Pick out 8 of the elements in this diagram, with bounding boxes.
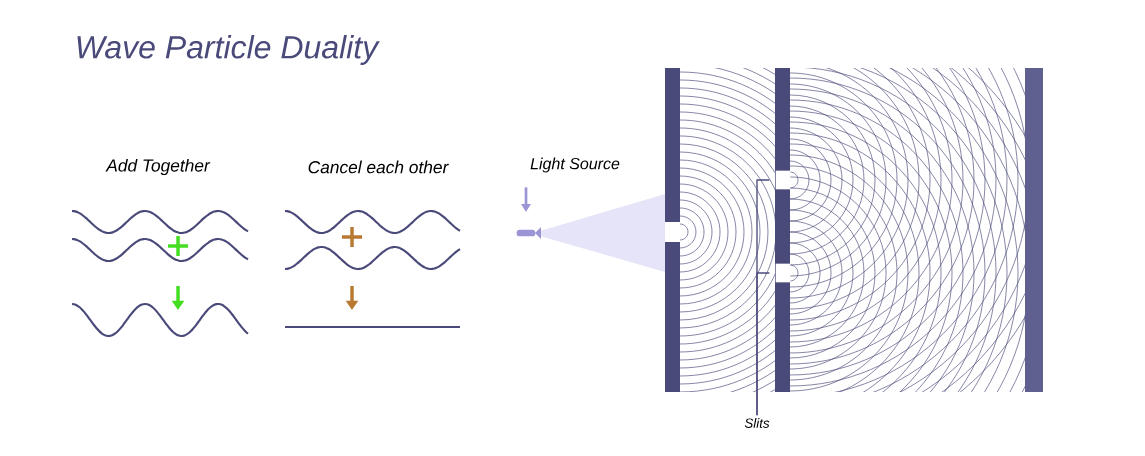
slits-label: Slits (744, 418, 770, 428)
lamp-icon (516, 227, 541, 239)
light-source-label: Light Source (530, 157, 620, 173)
title: Wave Particle Duality (77, 35, 380, 65)
panel-heading: Add Together (105, 158, 211, 176)
arrow (521, 187, 531, 212)
panel-heading: Cancel each other (308, 160, 449, 174)
leader-line (756, 272, 771, 416)
